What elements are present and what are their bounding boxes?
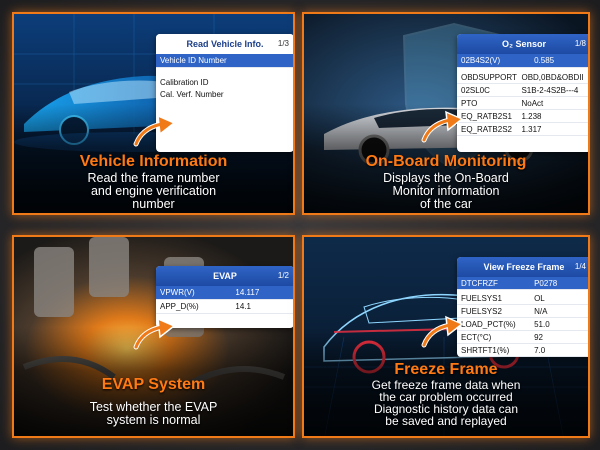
row-value: P0278 (534, 278, 558, 288)
curved-arrow-icon (133, 317, 176, 350)
row-label: SHRTFT1(%) (461, 345, 510, 355)
row-value: OBD,0BD&OBDII (521, 72, 584, 82)
desc-line: and engine verification (90, 184, 217, 198)
panel-header: O₂ Sensor 1/8 (457, 34, 588, 54)
list-item[interactable]: EQ_RATB2S2 1.317 (457, 123, 588, 136)
list-item[interactable]: LOAD_PCT(%) 51.0 (457, 318, 588, 331)
list-item[interactable]: PTO NoAct (457, 97, 588, 110)
panel-header: Read Vehicle Info. 1/3 (156, 34, 293, 54)
row-value: 14.117 (235, 288, 260, 297)
row-label: ECT(°C) (461, 332, 492, 342)
row-value: 7.0 (534, 345, 546, 355)
list-item[interactable]: OBDSUPPORT OBD,0BD&OBDII (457, 71, 588, 84)
row-value: 1.317 (521, 124, 542, 134)
desc-line: number (132, 197, 175, 211)
list-item[interactable]: 02SL0C S1B-2-4S2B---4 (457, 84, 588, 97)
row-label: DTCFRZF (461, 278, 498, 288)
list-item[interactable]: Calibration ID (156, 76, 293, 88)
desc-line: Diagnostic history data can (373, 402, 519, 416)
desc-line: be saved and replayed (385, 414, 507, 428)
row-label: VPWR(V) (160, 288, 195, 297)
card-title: On-Board Monitoring (365, 153, 527, 170)
list-item[interactable]: FUELSYS1 OL (457, 292, 588, 305)
row-value: 0.585 (534, 56, 555, 65)
list-item[interactable]: VPWR(V) 14.117 (156, 286, 293, 300)
panel-title: EVAP (213, 271, 237, 281)
list-item[interactable]: EQ_RATB2S1 1.238 (457, 110, 588, 123)
on-board-monitoring-card: On-Board Monitoring Displays the On-Boar… (302, 12, 590, 215)
panel-title: O₂ Sensor (501, 39, 546, 49)
vehicle-information-card: Vehicle Information Read the frame numbe… (12, 12, 295, 215)
curved-arrow-icon (421, 315, 464, 348)
card-title: Vehicle Information (79, 153, 228, 170)
desc-line: Displays the On-Board (383, 171, 509, 185)
card-title: EVAP System (101, 376, 206, 393)
page-indicator: 1/3 (277, 39, 289, 48)
card-description: Displays the On-Board Monitor informatio… (304, 172, 588, 211)
panel-header: View Freeze Frame 1/4 (457, 257, 588, 277)
row-label: PTO (461, 98, 478, 108)
list-item[interactable]: ECT(°C) 92 (457, 331, 588, 344)
list-item[interactable]: Cal. Verf. Number (156, 88, 293, 100)
page-indicator: 1/8 (574, 39, 586, 48)
page-indicator: 1/4 (574, 262, 586, 271)
list-item[interactable]: Vehicle ID Number (156, 54, 293, 68)
text-shade (14, 326, 293, 436)
desc-line: Read the frame number (87, 171, 220, 185)
curved-arrow-icon (133, 114, 176, 147)
row-value: 92 (534, 332, 543, 342)
row-label: Calibration ID (160, 77, 209, 87)
evap-panel: EVAP 1/2 VPWR(V) 14.117 APP_D(%) 14.1 (156, 266, 293, 328)
desc-line: of the car (419, 197, 473, 211)
row-value: 14.1 (235, 302, 251, 311)
freeze-frame-card: Freeze Frame Get freeze frame data when … (302, 235, 590, 438)
row-value: 1.238 (521, 111, 542, 121)
row-label: EQ_RATB2S2 (461, 124, 512, 134)
freeze-frame-panel: View Freeze Frame 1/4 DTCFRZF P0278 FUELS… (457, 257, 588, 357)
row-value: NoAct (521, 98, 544, 108)
vehicle-info-panel: Read Vehicle Info. 1/3 Vehicle ID Number… (156, 34, 293, 152)
card-description: Get freeze frame data when the car probl… (304, 379, 588, 427)
desc-line: the car problem occurred (379, 390, 513, 404)
page-indicator: 1/2 (277, 271, 289, 280)
row-value: N/A (534, 306, 548, 316)
curved-arrow-icon (421, 110, 464, 143)
row-label: 02SL0C (461, 85, 490, 95)
row-label: FUELSYS2 (461, 306, 502, 316)
row-value: S1B-2-4S2B---4 (521, 85, 579, 95)
row-value: OL (534, 293, 545, 303)
row-label: FUELSYS1 (461, 293, 502, 303)
row-label: LOAD_PCT(%) (461, 319, 516, 329)
desc-line: system is normal (106, 413, 201, 427)
list-item[interactable]: APP_D(%) 14.1 (156, 300, 293, 314)
card-title: Freeze Frame (394, 361, 498, 378)
row-label: Cal. Verf. Number (160, 89, 224, 99)
row-label: APP_D(%) (160, 302, 199, 311)
list-item[interactable]: DTCFRZF P0278 (457, 277, 588, 290)
card-description: Test whether the EVAP system is normal (14, 401, 293, 427)
list-item[interactable]: FUELSYS2 N/A (457, 305, 588, 318)
evap-system-card: EVAP System Test whether the EVAP system… (12, 235, 295, 438)
panel-title: View Freeze Frame (483, 262, 565, 272)
panel-header: EVAP 1/2 (156, 266, 293, 286)
card-description: Read the frame number and engine verific… (14, 172, 293, 211)
row-label: EQ_RATB2S1 (461, 111, 512, 121)
row-label: Vehicle ID Number (160, 56, 227, 65)
list-item[interactable]: SHRTFT1(%) 7.0 (457, 344, 588, 357)
panel-title: Read Vehicle Info. (186, 39, 264, 49)
list-item[interactable]: 02B4S2(V) 0.585 (457, 54, 588, 68)
row-label: 02B4S2(V) (461, 56, 501, 65)
row-label: OBDSUPPORT (461, 72, 517, 82)
desc-line: Monitor information (392, 184, 500, 198)
desc-line: Test whether the EVAP (89, 400, 218, 414)
row-value: 51.0 (534, 319, 550, 329)
desc-line: Get freeze frame data when (371, 378, 521, 392)
